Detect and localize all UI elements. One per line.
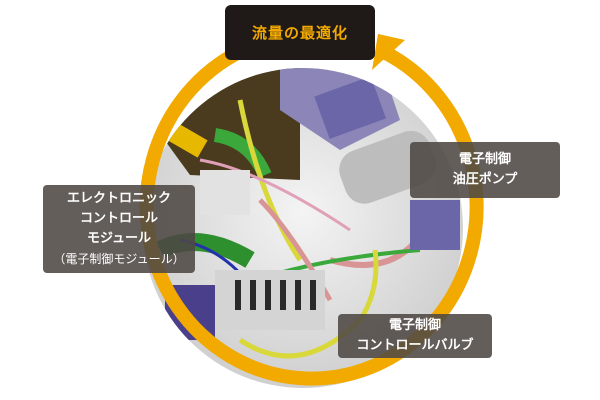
title-box: 流量の最適化 bbox=[225, 5, 375, 60]
arrowhead-icon bbox=[372, 34, 405, 70]
label-line: 電子制御 bbox=[388, 318, 441, 333]
label-line: （電子制御モジュール） bbox=[53, 252, 185, 266]
label-line: 電子制御 bbox=[458, 152, 511, 167]
label-electronic-control-valve: 電子制御 コントロールバルブ bbox=[338, 314, 492, 358]
label-line: コントロール bbox=[79, 211, 158, 226]
label-line: コントロールバルブ bbox=[356, 338, 474, 353]
title-text: 流量の最適化 bbox=[251, 24, 348, 42]
label-line: エレクトロニック bbox=[66, 191, 171, 206]
label-electronic-control-module: エレクトロニック コントロール モジュール （電子制御モジュール） bbox=[43, 185, 195, 273]
label-electronic-hydraulic-pump: 電子制御 油圧ポンプ bbox=[410, 142, 560, 198]
label-line: 油圧ポンプ bbox=[452, 172, 518, 187]
label-line: モジュール bbox=[86, 231, 152, 246]
